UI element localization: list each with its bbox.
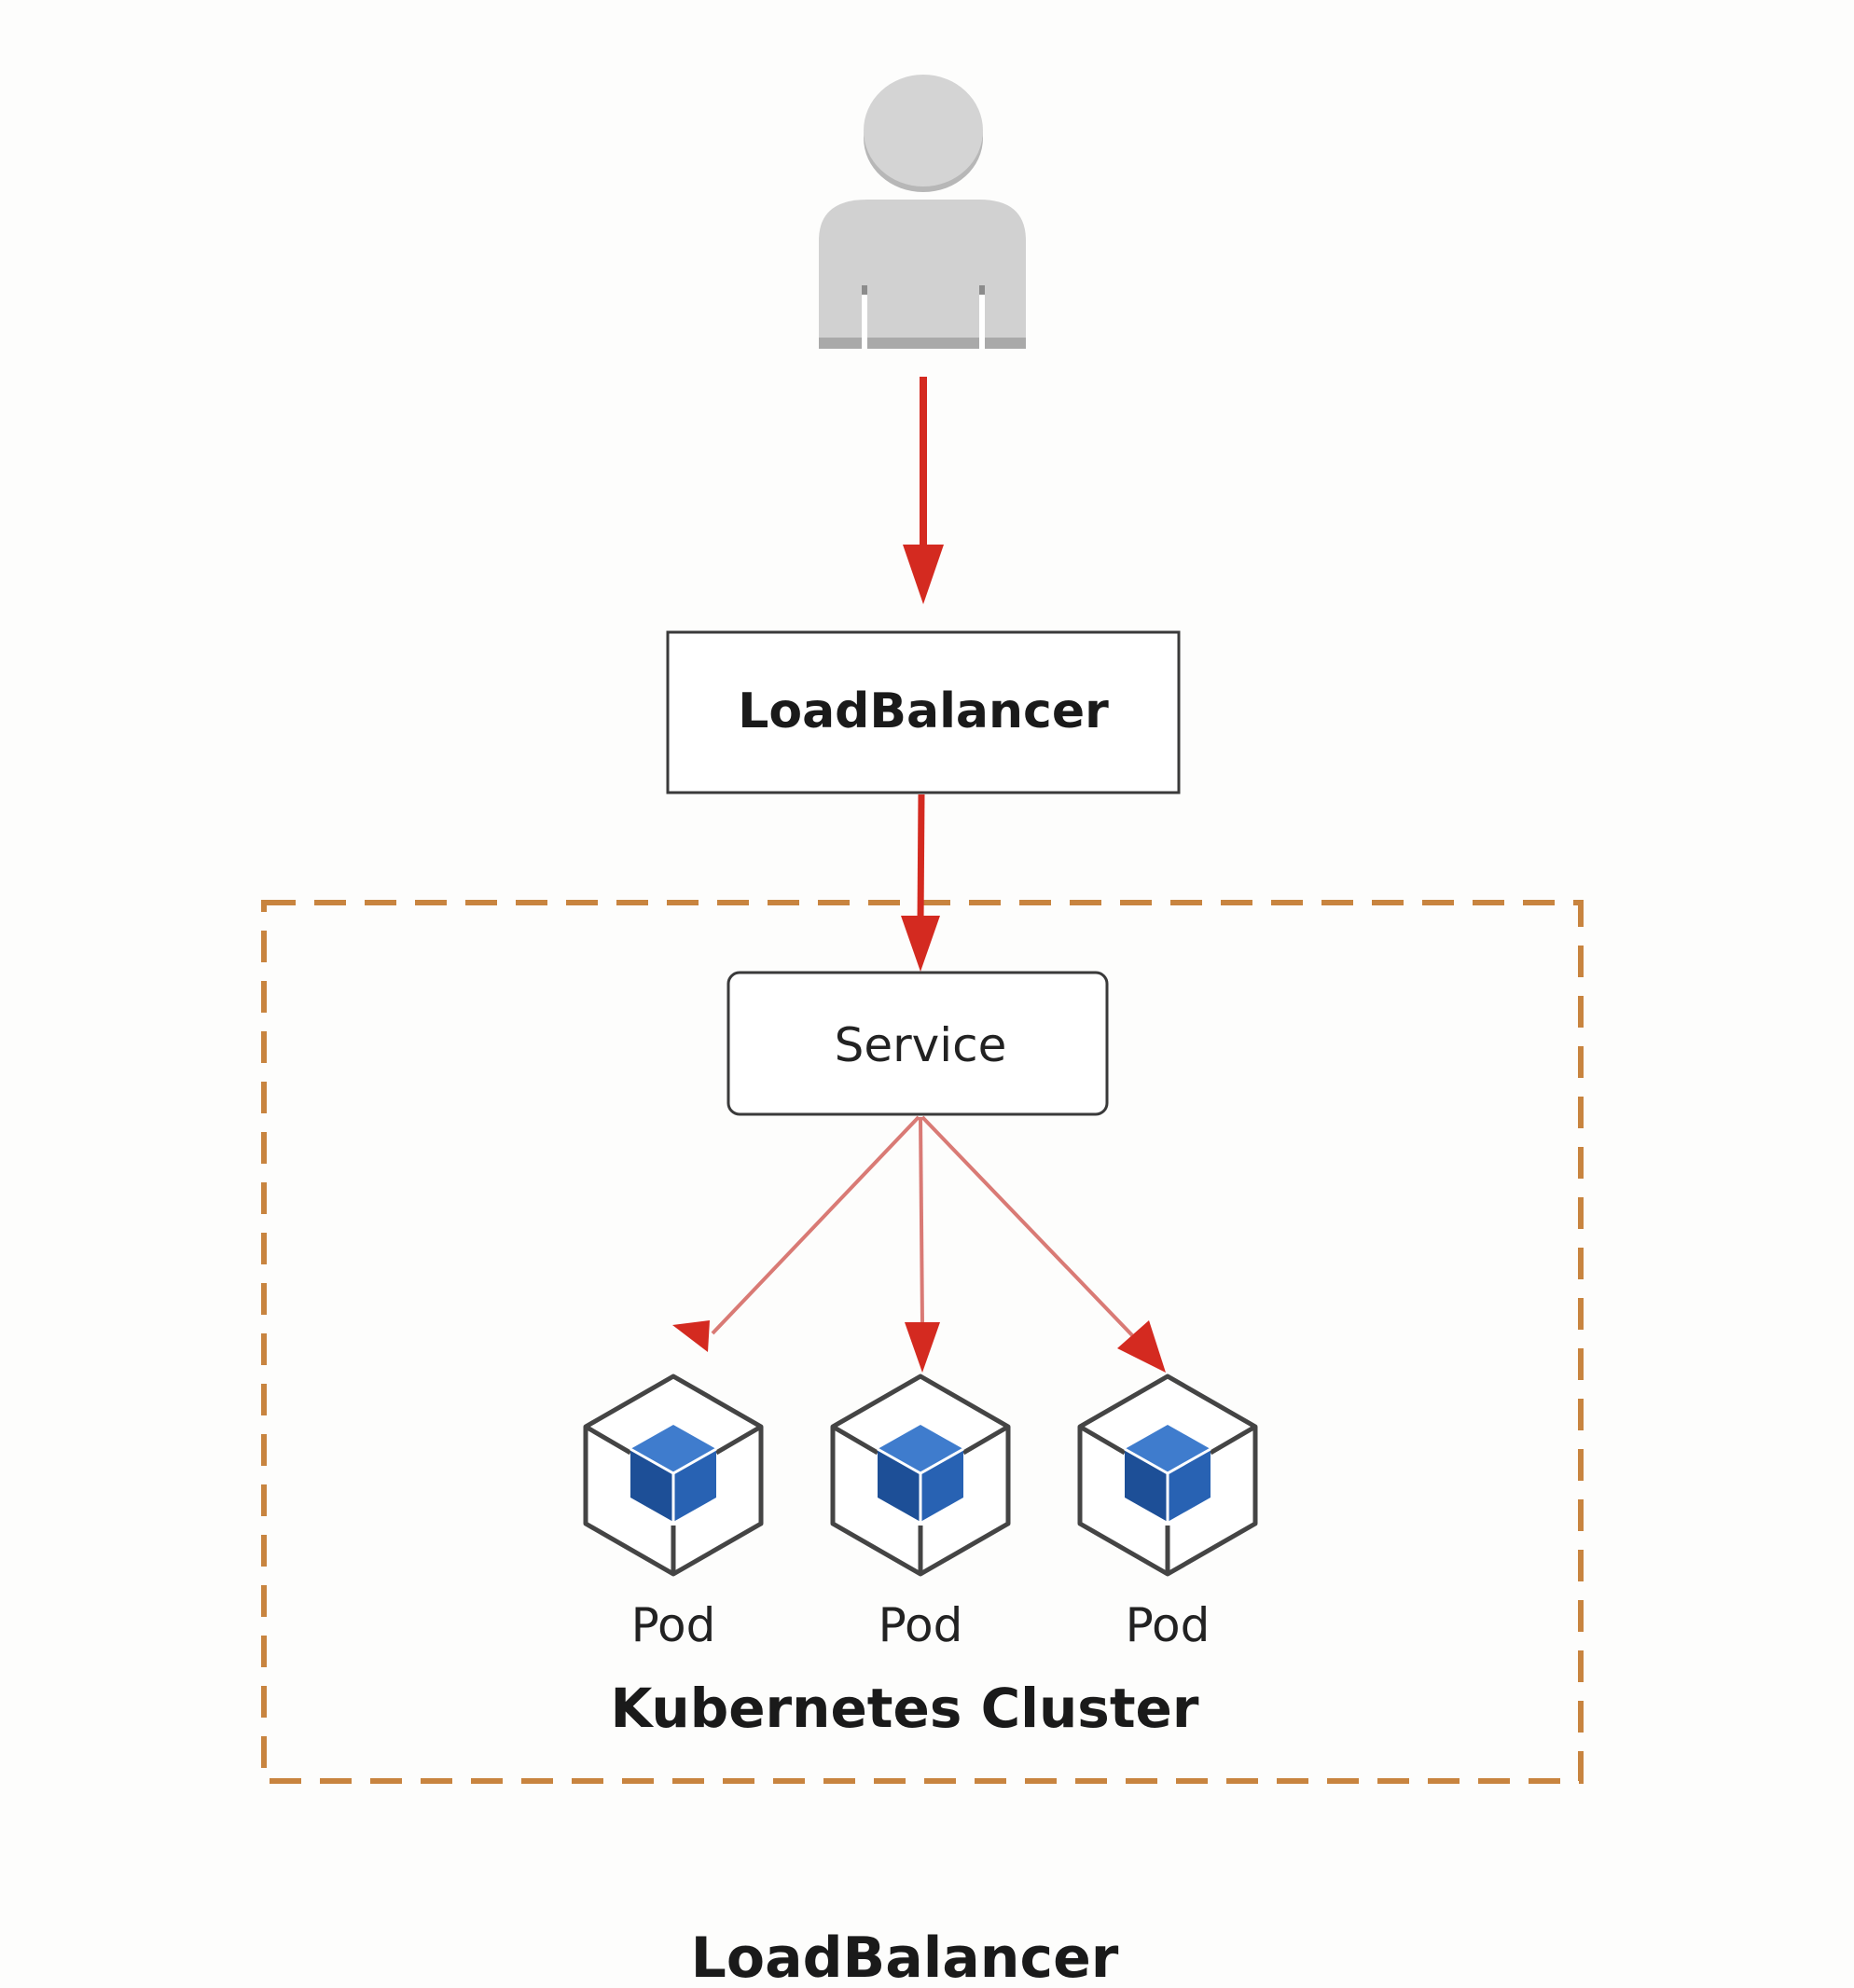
pod-label: Pod: [1126, 1598, 1211, 1652]
arrow-user-to-loadbalancer: [903, 377, 944, 604]
pod-3: Pod: [1077, 1374, 1258, 1652]
arrow-service-to-pod-2: [905, 1116, 940, 1373]
pod-cube-icon: [1077, 1374, 1258, 1577]
arrow-service-to-pod-1: [672, 1115, 920, 1352]
pod-1: Pod: [583, 1374, 764, 1652]
pod-cube-icon: [830, 1374, 1011, 1577]
footer-caption: LoadBalancer: [691, 1926, 1119, 1988]
pod-label: Pod: [631, 1598, 716, 1652]
pod-cube-icon: [583, 1374, 764, 1577]
pod-2: Pod: [830, 1374, 1011, 1652]
arrow-service-to-pod-3: [920, 1115, 1166, 1373]
user-icon: [819, 75, 1026, 349]
pod-label: Pod: [879, 1598, 963, 1652]
service-box-label: Service: [835, 1018, 1007, 1072]
loadbalancer-box-label: LoadBalancer: [738, 683, 1109, 739]
arrow-loadbalancer-to-service: [901, 794, 940, 972]
service-box: Service: [726, 971, 1109, 1116]
loadbalancer-box: LoadBalancer: [666, 630, 1181, 794]
kubernetes-cluster-label: Kubernetes Cluster: [610, 1677, 1198, 1740]
